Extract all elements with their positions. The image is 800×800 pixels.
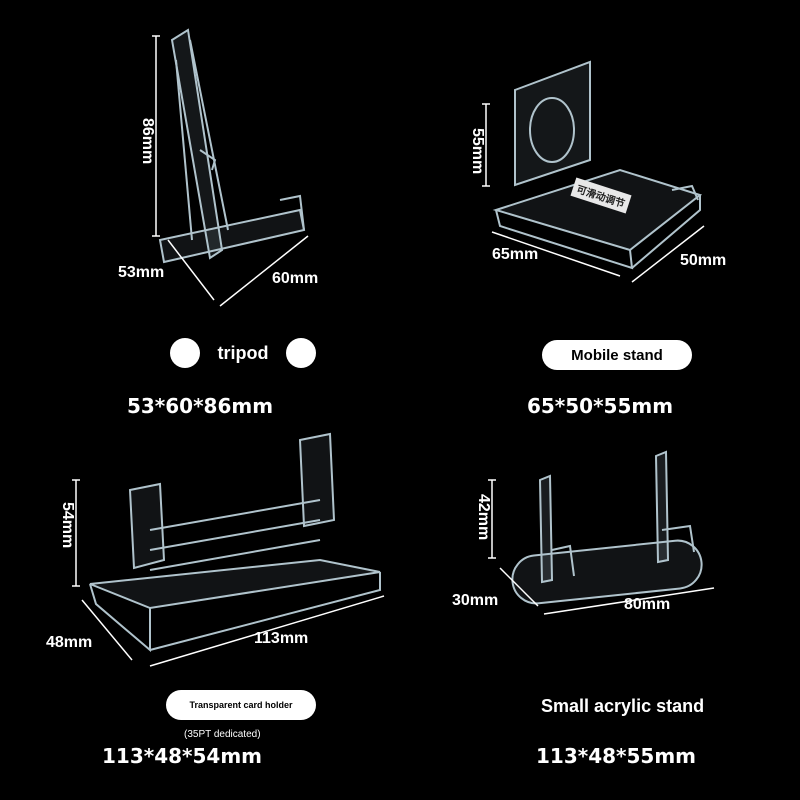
card-holder-sublabel: (35PT dedicated) (184, 729, 261, 740)
product-panel-card-holder: 54mm 48mm 113mm Transparent card holder … (0, 400, 400, 800)
card-holder-width-label: 113mm (254, 630, 309, 647)
card-holder-label: Transparent card holder (189, 700, 293, 710)
product-panel-tripod: 86mm 53mm 60mm tripod 53*60*86mm (0, 0, 400, 418)
tripod-height-label: 86mm (139, 118, 156, 165)
card-holder-size: 113*48*54mm (101, 744, 262, 768)
mobile-stand-label-pill: Mobile stand (542, 340, 692, 370)
small-stand-height-label: 42mm (475, 494, 492, 541)
card-holder-illustration (72, 432, 385, 667)
small-stand-label: Small acrylic stand (541, 696, 705, 716)
pill-right-cap (286, 338, 316, 368)
small-stand-depth-label: 30mm (452, 592, 499, 609)
card-holder-label-pill: Transparent card holder (166, 690, 316, 720)
card-holder-depth-label: 48mm (46, 634, 93, 651)
small-acrylic-stand-illustration (488, 450, 715, 615)
mobile-stand-height-label: 55mm (469, 128, 486, 175)
product-panel-mobile-stand: 55mm 65mm 50mm 可滑动调节 Mobile stand 65*50*… (400, 0, 800, 418)
tripod-label: tripod (217, 342, 269, 363)
mobile-stand-depth-label: 50mm (680, 252, 727, 269)
mobile-stand-size: 65*50*55mm (526, 394, 674, 418)
tripod-depth-label: 53mm (118, 264, 165, 281)
mobile-stand-width-label: 65mm (492, 246, 539, 263)
small-stand-width-label: 80mm (624, 596, 671, 613)
small-stand-size: 113*48*55mm (535, 744, 696, 768)
mobile-stand-illustration (482, 60, 705, 283)
tripod-size: 53*60*86mm (126, 394, 274, 418)
tripod-stand-illustration (152, 28, 309, 307)
product-panel-small-acrylic-stand: 42mm 30mm 80mm Small acrylic stand 113*4… (400, 400, 800, 800)
tripod-label-pill: tripod (170, 338, 316, 368)
pill-left-cap (170, 338, 200, 368)
mobile-stand-label: Mobile stand (571, 346, 663, 364)
card-holder-height-label: 54mm (59, 502, 76, 549)
tripod-width-label: 60mm (272, 270, 319, 287)
